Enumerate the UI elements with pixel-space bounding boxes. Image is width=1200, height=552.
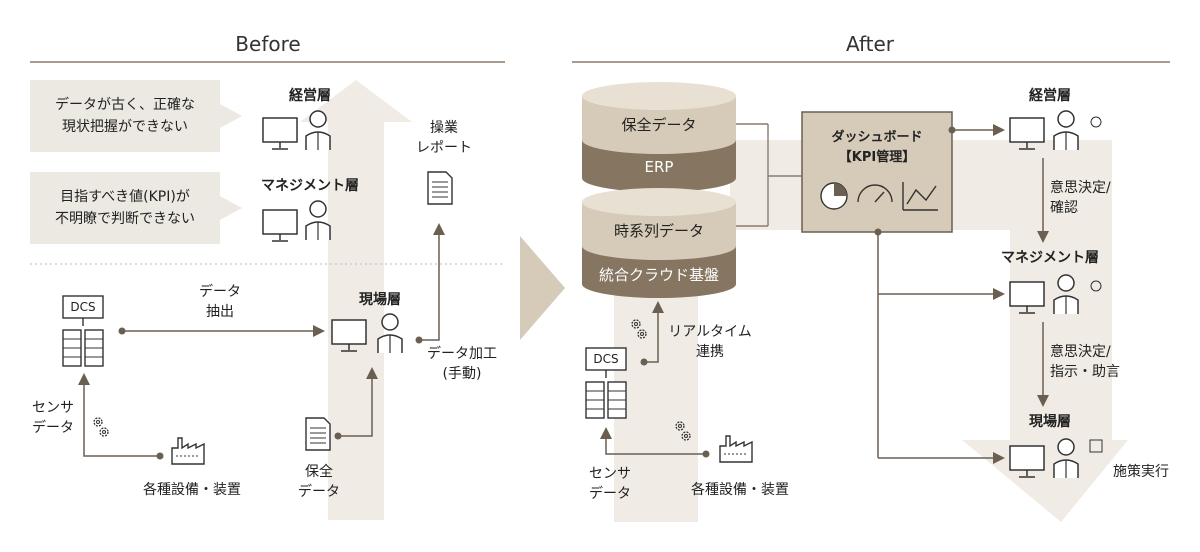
before-upward-band <box>300 80 412 520</box>
before-sensor-arrow <box>78 373 160 457</box>
after-link-band <box>730 140 810 230</box>
before-maint-label: 保全 データ <box>298 464 340 500</box>
before-report-doc-icon <box>427 171 453 205</box>
before-layer-exec: 経営層 <box>289 88 331 104</box>
before-layer-mgmt: マネジメント層 <box>261 178 359 194</box>
after-dcs-label: DCS <box>593 352 619 366</box>
line-chart-icon <box>902 182 938 211</box>
gauge-icon <box>857 184 893 203</box>
before-bubble-top: データが古く、正確な 現状把握ができない <box>30 80 220 152</box>
after-decision-2: 意思決定/ 指示・助言 <box>1050 344 1120 380</box>
after-realtime-label: リアルタイム 連携 <box>668 324 752 360</box>
bubble-mid-pointer <box>220 196 242 220</box>
idea-bulb-icon <box>1090 116 1102 292</box>
cylinder-bottom <box>582 188 736 298</box>
before-gear-icon <box>93 417 109 437</box>
before-extract-label: データ 抽出 <box>199 284 241 320</box>
pie-chart-icon <box>820 182 848 210</box>
before-process-arrow <box>419 223 445 341</box>
after-layer-field: 現場層 <box>1029 414 1071 430</box>
after-sensor-arrow <box>600 427 706 455</box>
after-action-label: 施策実行 <box>1113 464 1169 480</box>
transition-chevron <box>520 236 565 340</box>
cyl-bot-label-2: 統合クラウド基盤 <box>598 266 719 284</box>
after-server-icon <box>585 381 627 419</box>
after-downward-band <box>962 140 1128 522</box>
cyl-top-label-1: 保全データ <box>621 116 697 134</box>
after-decision-1: 意思決定/ 確認 <box>1050 180 1111 216</box>
before-sensor-label: センサ データ <box>32 400 74 436</box>
before-exec-monitor-icon <box>262 117 298 150</box>
after-title: After <box>845 32 895 56</box>
cyl-top-label-2: ERP <box>644 158 674 176</box>
dashboard-box <box>801 111 953 233</box>
after-equipment-label: 各種設備・装置 <box>691 482 789 498</box>
after-layer-exec: 経営層 <box>1029 88 1071 104</box>
cylinder-top <box>582 82 736 192</box>
before-bubble-mid: 目指すべき値(KPI)が 不明瞭で判断できない <box>30 172 220 244</box>
thumbs-up-icon <box>1089 439 1103 453</box>
before-equipment-label: 各種設備・装置 <box>143 482 241 498</box>
after-factory-icon <box>719 435 753 463</box>
before-server-icon <box>62 329 104 367</box>
before-report-label: 操業 レポート <box>416 120 472 156</box>
bubble-top-pointer <box>220 104 242 128</box>
before-title: Before <box>235 32 301 56</box>
before-maint-doc-icon <box>305 417 331 451</box>
after-sensor-label: センサ データ <box>589 466 631 502</box>
cyl-bot-label-1: 時系列データ <box>613 222 704 240</box>
before-dcs-label: DCS <box>70 300 96 314</box>
before-mgmt-person-icon <box>305 200 331 241</box>
after-layer-mgmt: マネジメント層 <box>1001 250 1099 266</box>
before-mgmt-monitor-icon <box>262 209 298 242</box>
before-maint-arrow <box>338 367 378 437</box>
after-exec-person-icon <box>1053 110 1079 151</box>
before-process-label: データ加工 (手動) <box>427 346 497 382</box>
after-realtime-arrow <box>644 301 664 363</box>
before-exec-person-icon <box>305 110 331 151</box>
dashboard-label: ダッシュボード 【KPI管理】 <box>831 130 923 165</box>
before-factory-icon <box>171 437 205 465</box>
before-layer-field: 現場層 <box>359 292 401 308</box>
